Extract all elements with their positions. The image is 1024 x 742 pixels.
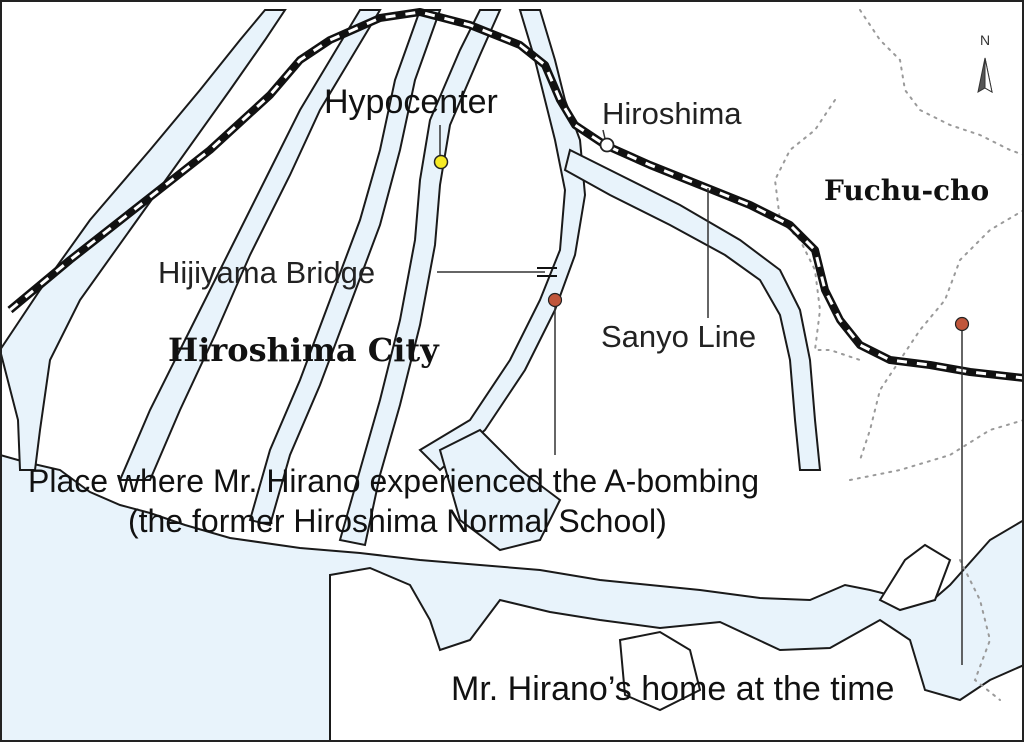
pier <box>878 543 952 612</box>
boundary-line-north <box>859 9 1024 156</box>
river-delta-south <box>438 428 562 552</box>
river-west-2 <box>118 9 382 481</box>
bombing-place-label-line2: (the former Hiroshima Normal School) <box>128 503 667 539</box>
hypocenter-label: Hypocenter <box>324 83 498 121</box>
hiroshima-station-label: Hiroshima <box>602 96 742 131</box>
sanyo-line-label: Sanyo Line <box>601 319 756 354</box>
hirano-home-marker <box>954 316 970 332</box>
fuchu-cho-label: Fuchu-cho <box>824 174 989 207</box>
north-arrow-icon <box>977 57 993 93</box>
sanyo-line-railway-dashes <box>9 10 1024 380</box>
island-small <box>618 630 702 712</box>
bombing-place-marker <box>547 292 563 308</box>
river-center-1 <box>248 9 442 527</box>
bombing-place-label-line1: Place where Mr. Hirano experienced the A… <box>28 463 759 499</box>
hirano-home-label: Mr. Hirano’s home at the time <box>451 670 894 708</box>
hijiyama-bridge-symbol <box>537 267 557 277</box>
hypocenter-marker <box>433 154 449 170</box>
river-west-1 <box>0 9 287 471</box>
boundary-line-coast <box>849 419 1024 481</box>
river-center-2 <box>338 9 502 547</box>
river-kyobashi <box>418 9 587 472</box>
compass-label: N <box>980 32 990 48</box>
hijiyama-bridge-label: Hijiyama Bridge <box>158 255 375 290</box>
hiroshima-station-marker <box>599 137 615 153</box>
river-enko <box>563 148 822 471</box>
boundary-line-east <box>859 209 1024 461</box>
hiroshima-city-label: Hiroshima City <box>168 331 440 369</box>
